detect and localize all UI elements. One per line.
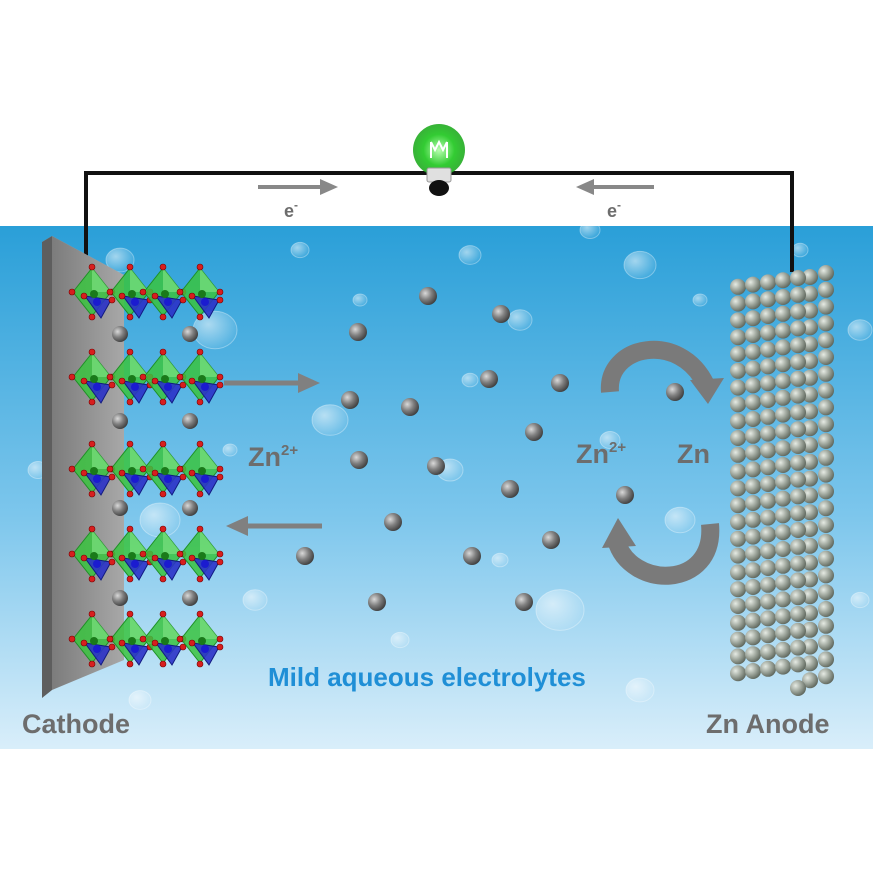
water-droplet xyxy=(850,591,870,609)
zinc-ion xyxy=(501,480,519,498)
crystal-unit xyxy=(176,525,224,583)
zinc-ion xyxy=(463,547,481,565)
water-droplet xyxy=(625,677,655,703)
water-droplet xyxy=(461,372,479,388)
zinc-ion xyxy=(419,287,437,305)
zn-ion-label-right: Zn2+ xyxy=(576,439,626,469)
curved-arrow-icon-top xyxy=(600,340,724,404)
zn-metal-label: Zn xyxy=(677,439,710,469)
water-droplet xyxy=(535,589,585,631)
water-droplet xyxy=(847,319,873,341)
water-droplet xyxy=(507,309,533,331)
water-droplet xyxy=(692,293,708,307)
electron-label-right: e- xyxy=(607,198,621,221)
crystal-unit xyxy=(176,610,224,668)
water-droplet xyxy=(390,631,410,649)
zinc-ion xyxy=(296,547,314,565)
intercalated-zinc-ion xyxy=(182,590,198,606)
water-droplet xyxy=(222,443,238,457)
crystal-unit xyxy=(106,348,154,406)
electrolyte-label: Mild aqueous electrolytes xyxy=(268,662,586,692)
zinc-ion xyxy=(341,391,359,409)
zinc-ion xyxy=(525,423,543,441)
crystal-unit xyxy=(139,440,187,498)
discharge-arrow xyxy=(224,373,320,393)
zinc-ion xyxy=(349,323,367,341)
zn-ion-label-left: Zn2+ xyxy=(248,442,298,472)
electron-arrow-left xyxy=(258,179,338,195)
water-droplet xyxy=(139,502,181,538)
electron-arrow-right xyxy=(576,179,654,195)
zinc-anode-slab xyxy=(730,265,834,696)
crystal-unit xyxy=(68,610,116,668)
intercalated-zinc-ion xyxy=(112,500,128,516)
intercalated-zinc-ion xyxy=(182,500,198,516)
crystal-unit xyxy=(176,348,224,406)
intercalated-zinc-ion xyxy=(112,413,128,429)
zinc-ion xyxy=(368,593,386,611)
crystal-unit xyxy=(139,525,187,583)
intercalated-zinc-ion xyxy=(182,326,198,342)
intercalated-zinc-ion xyxy=(112,590,128,606)
crystal-unit xyxy=(106,263,154,321)
crystal-unit xyxy=(68,440,116,498)
zinc-ion xyxy=(492,305,510,323)
zinc-ion xyxy=(616,486,634,504)
crystal-unit xyxy=(176,263,224,321)
water-droplet xyxy=(290,241,310,259)
crystal-unit xyxy=(106,440,154,498)
water-droplet xyxy=(458,245,482,265)
zinc-ion xyxy=(551,374,569,392)
water-droplet xyxy=(311,404,349,436)
charge-arrow xyxy=(226,516,322,536)
water-droplet xyxy=(491,552,509,568)
zinc-ion xyxy=(542,531,560,549)
electron-label-left: e- xyxy=(284,198,298,221)
crystal-unit xyxy=(139,610,187,668)
curved-arrow-icon-bottom xyxy=(602,518,720,585)
zinc-ion xyxy=(666,383,684,401)
zinc-ion xyxy=(401,398,419,416)
crystal-unit xyxy=(139,348,187,406)
zinc-ion xyxy=(427,457,445,475)
zinc-ions xyxy=(296,287,684,611)
water-droplet xyxy=(128,690,152,710)
light-bulb-icon xyxy=(413,124,465,196)
water-droplet xyxy=(242,589,268,611)
cathode-label: Cathode xyxy=(22,709,130,739)
zinc-ion xyxy=(384,513,402,531)
electrolyte-background xyxy=(0,226,873,749)
water-droplet xyxy=(623,250,657,280)
water-droplet xyxy=(352,293,368,307)
water-droplet xyxy=(664,506,696,534)
zinc-ion xyxy=(480,370,498,388)
anode-label: Zn Anode xyxy=(706,709,829,739)
crystal-unit xyxy=(139,263,187,321)
water-droplet xyxy=(791,242,809,258)
cathode-layered-structure xyxy=(68,263,224,668)
crystal-unit xyxy=(106,525,154,583)
intercalated-zinc-ion xyxy=(112,326,128,342)
crystal-unit xyxy=(106,610,154,668)
water-droplet xyxy=(599,431,621,449)
zinc-ion xyxy=(350,451,368,469)
crystal-unit xyxy=(176,440,224,498)
water-droplet xyxy=(579,221,601,239)
zinc-ion xyxy=(515,593,533,611)
intercalated-zinc-ion xyxy=(182,413,198,429)
